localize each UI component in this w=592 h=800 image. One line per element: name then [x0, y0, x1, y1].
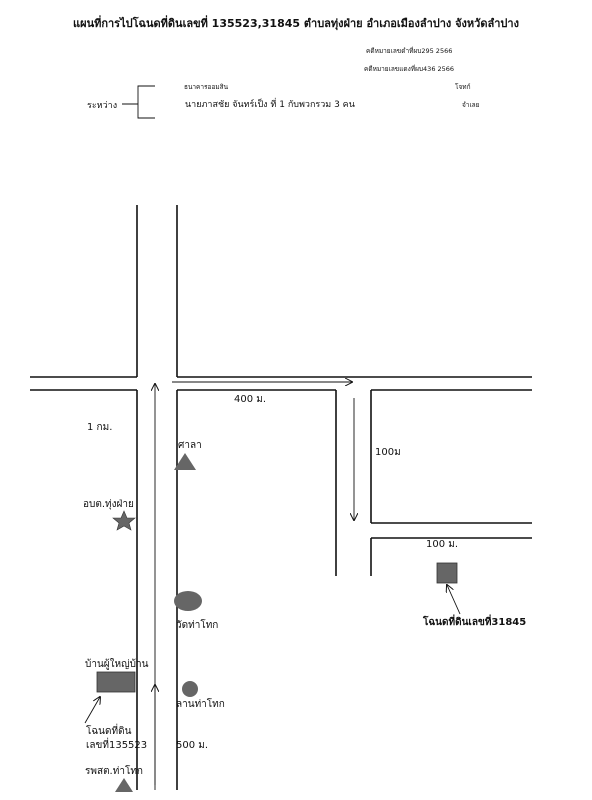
- ground-label: ลานท่าโทก: [176, 699, 225, 710]
- distance-100m-lower-label: 100 ม.: [426, 539, 459, 550]
- hospital-label: รพสต.ท่าโทก: [85, 766, 143, 777]
- road-lines: [30, 205, 532, 790]
- parcel-135523-label-line2: เลขที่135523: [86, 740, 148, 751]
- defendant-role: จำเลย: [462, 101, 480, 109]
- tao-star-icon: [112, 510, 136, 531]
- distance-500m-label: 500 ม.: [176, 740, 209, 751]
- map-title: แผนที่การไปโฉนดที่ดินเลขที่ 135523,31845…: [73, 17, 519, 30]
- temple-ellipse-icon: [174, 591, 202, 611]
- header-bracket: [122, 85, 155, 119]
- tao-office-label: อบต.ทุ่งฝ่าย: [83, 499, 134, 510]
- arrow-to-parcel-135523: [84, 697, 100, 724]
- parcel-31845-square-icon: [436, 562, 458, 584]
- distance-1km-label: 1 กม.: [87, 422, 113, 433]
- defendant-name: นายภาสชัย จันทร์เป็ง ที่ 1 กับพวกรวม 3 ค…: [185, 100, 355, 110]
- hospital-triangle-icon: [115, 778, 133, 792]
- sala-label: ศาลา: [178, 440, 202, 451]
- parcel-31845-label: โฉนดที่ดินเลขที่31845: [423, 617, 527, 628]
- arrow-to-parcel-31845: [447, 585, 461, 615]
- between-label: ระหว่าง: [87, 101, 118, 111]
- ground-circle-icon: [182, 681, 198, 697]
- plaintiff-role: โจทก์: [455, 83, 471, 91]
- sala-triangle-icon: [174, 453, 196, 470]
- distance-100m-side-label: 100ม: [375, 447, 401, 458]
- plaintiff-name: ธนาคารออมสิน: [184, 83, 229, 91]
- distance-400m-label: 400 ม.: [234, 394, 267, 405]
- case-number-black: คดีหมายเลขแดงที่ผบ436 2566: [364, 65, 455, 73]
- case-number-red: คดีหมายเลขดำที่ผบ295 2566: [366, 47, 453, 55]
- village-head-house-label: บ้านผู้ใหญ่บ้าน: [85, 659, 149, 670]
- temple-label: วัดท่าโทก: [176, 620, 219, 631]
- village-head-house-square-icon: [96, 671, 136, 693]
- parcel-135523-label-line1: โฉนดที่ดิน: [86, 726, 132, 737]
